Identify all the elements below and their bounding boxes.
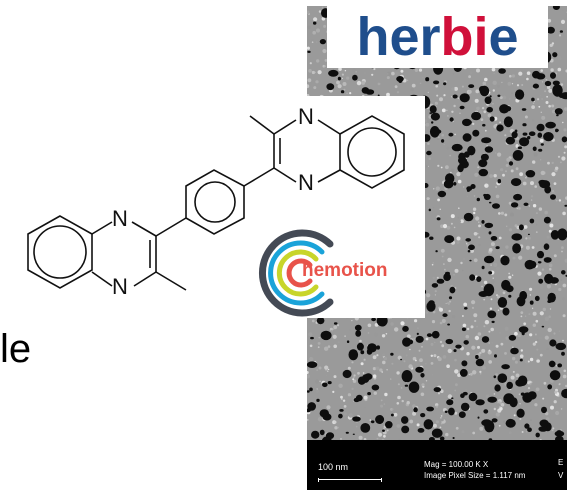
atom-label-n2: N — [112, 274, 128, 299]
chemotion-logo-text: hemotion — [302, 260, 388, 281]
chemotion-logo — [256, 216, 416, 318]
scale-bar-label: 100 nm — [318, 462, 349, 472]
pixel-size-text: Image Pixel Size = 1.117 nm — [424, 471, 526, 480]
herbie-logo-part1: her — [356, 7, 441, 67]
atom-label-n3: N — [298, 104, 314, 129]
sem-info-bar — [307, 440, 567, 490]
herbie-logo-part3: e — [488, 7, 519, 67]
magnification-text: Mag = 100.00 K X — [424, 460, 489, 469]
scale-bar — [318, 478, 382, 482]
herbie-logo: herbie — [327, 6, 548, 68]
atom-label-n4: N — [298, 170, 314, 195]
atom-label-n1: N — [112, 206, 128, 231]
chemotion-rings-icon — [258, 229, 334, 317]
herbie-logo-part2: bi — [440, 7, 489, 67]
edge-letter-top: E — [558, 458, 564, 467]
edge-letter-bottom: V — [558, 471, 564, 480]
partial-slide-text: le — [0, 327, 32, 371]
